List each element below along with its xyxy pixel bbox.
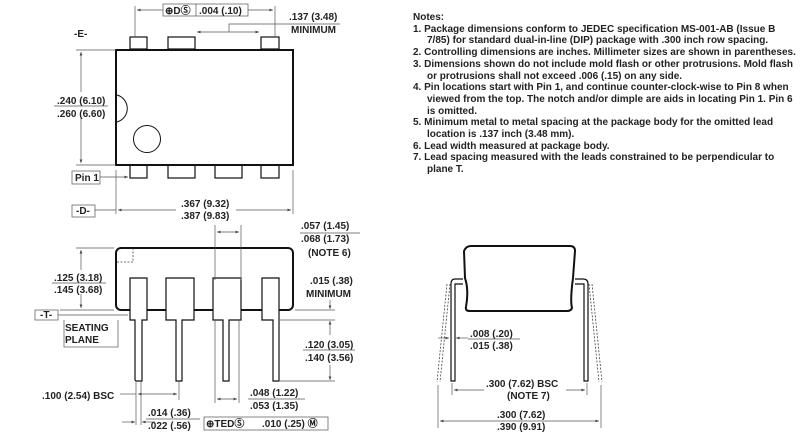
note-item: 4. Pin locations start with Pin 1, and c… bbox=[413, 82, 793, 117]
bottom-pin bbox=[214, 164, 243, 179]
notes-section: Notes: 1. Package dimensions conform to … bbox=[413, 12, 798, 176]
note-item: 1. Package dimensions conform to JEDEC s… bbox=[413, 23, 776, 47]
pin1-label: Pin 1 bbox=[75, 173, 99, 184]
end-lead-left bbox=[450, 278, 463, 382]
seating-plane-line1: SEATING bbox=[65, 323, 109, 334]
top-view: ⊕DⓈ .004 (.10) .137 (3.48) MINIMUM -E- .… bbox=[54, 3, 340, 222]
shoulder-max: .053 (1.35) bbox=[250, 401, 298, 412]
top-pin bbox=[260, 36, 280, 50]
lead bbox=[261, 277, 280, 382]
fcf-bottom-symbols: ⊕TEDⓈ bbox=[206, 417, 244, 430]
lead bbox=[212, 277, 242, 382]
notes-title: Notes: bbox=[413, 12, 445, 23]
tip-min: .014 (.36) bbox=[148, 408, 191, 419]
end-view: .008 (.20) .015 (.38) .300 (7.62) BSC (N… bbox=[436, 245, 603, 433]
spread-min: .300 (7.62) bbox=[497, 410, 545, 421]
package-body-top bbox=[115, 49, 294, 166]
standoff-value: .015 (.38) bbox=[310, 276, 353, 287]
lead-width-max: .068 (1.73) bbox=[301, 234, 349, 245]
lead-width-min: .057 (1.45) bbox=[301, 221, 349, 232]
datum-d: -D- bbox=[76, 206, 90, 217]
height-min: .125 (3.18) bbox=[54, 273, 102, 284]
width-max: .260 (6.60) bbox=[57, 109, 105, 120]
fcf-value: .004 (.10) bbox=[199, 6, 242, 17]
pin1-notch bbox=[116, 94, 128, 123]
min-spacing-label: MINIMUM bbox=[291, 25, 336, 36]
pin1-label-box bbox=[71, 170, 101, 185]
package-body-end bbox=[462, 245, 577, 312]
fcf-symbols: ⊕DⓈ bbox=[165, 4, 191, 17]
shoulder-min: .048 (1.22) bbox=[250, 388, 298, 399]
bottom-pin bbox=[129, 164, 148, 179]
lead-length-min: .120 (3.05) bbox=[305, 340, 353, 351]
thickness-max: .015 (.38) bbox=[470, 341, 513, 352]
spread-max: .390 (9.91) bbox=[497, 422, 545, 433]
length-max: .387 (9.83) bbox=[181, 211, 229, 222]
thickness-min: .008 (.20) bbox=[470, 329, 513, 340]
end-lead-right bbox=[575, 278, 589, 382]
pin1-dimple bbox=[133, 125, 161, 153]
bottom-pin bbox=[167, 164, 196, 179]
lead bbox=[129, 277, 148, 382]
min-spacing-value: .137 (3.48) bbox=[289, 12, 337, 23]
row-spacing-note: (NOTE 7) bbox=[507, 391, 550, 402]
note-item: 2. Controlling dimensions are inches. Mi… bbox=[413, 47, 796, 59]
lead-length-max: .140 (3.56) bbox=[305, 353, 353, 364]
datum-t: -T- bbox=[40, 310, 52, 321]
bottom-pin bbox=[260, 164, 280, 179]
fcf-bottom-value: .010 (.25) Ⓜ bbox=[262, 417, 318, 430]
width-min: .240 (6.10) bbox=[57, 96, 105, 107]
datum-d-box bbox=[71, 204, 96, 218]
top-pin bbox=[167, 36, 196, 50]
note-item: 5. Minimum metal to metal spacing at the… bbox=[413, 117, 774, 141]
height-max: .145 (3.68) bbox=[54, 285, 102, 296]
seating-plane-line2: PLANE bbox=[65, 335, 99, 346]
row-spacing: .300 (7.62) BSC bbox=[486, 379, 558, 390]
standoff-label: MINIMUM bbox=[306, 289, 351, 300]
datum-e: -E- bbox=[74, 29, 87, 40]
note-item: 3. Dimensions shown do not include mold … bbox=[413, 58, 794, 82]
top-pin bbox=[129, 36, 148, 50]
fcf-box-bottom bbox=[203, 416, 329, 431]
tip-max: .022 (.56) bbox=[148, 421, 191, 432]
note-item: 6. Lead width measured at package body. bbox=[413, 140, 610, 152]
side-view: .057 (1.45) .068 (1.73) (NOTE 6) .015 (.… bbox=[34, 221, 360, 432]
package-body-side bbox=[115, 247, 294, 311]
length-min: .367 (9.32) bbox=[181, 199, 229, 210]
lead-width-note: (NOTE 6) bbox=[308, 248, 351, 259]
lead bbox=[165, 277, 195, 382]
fcf-box-top bbox=[162, 3, 249, 17]
note-item: 7. Lead spacing measured with the leads … bbox=[413, 152, 775, 176]
pitch-value: .100 (2.54) BSC bbox=[42, 391, 114, 402]
